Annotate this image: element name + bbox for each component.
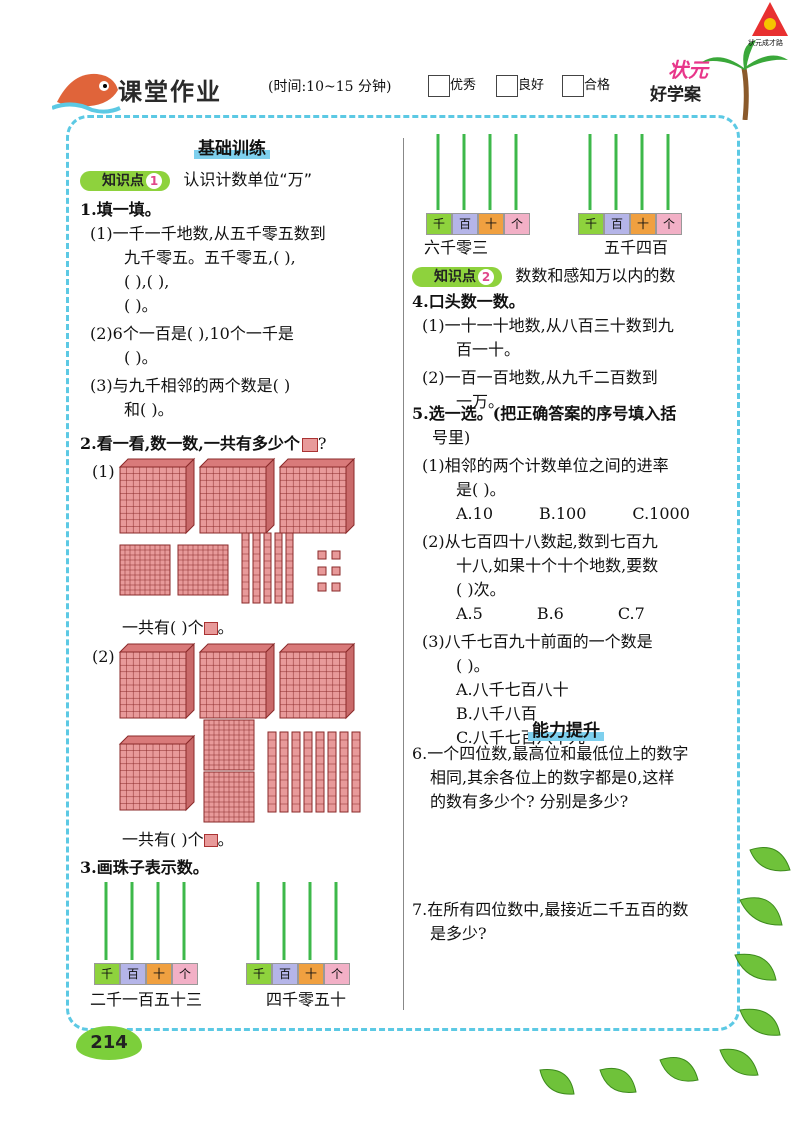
ten-rod	[303, 731, 313, 813]
unit-cube	[317, 582, 327, 592]
question-5: 5.选一选。(把正确答案的序号填入括 号里) (1)相邻的两个计数单位之间的进率…	[412, 404, 690, 747]
blocks-figure-2	[118, 642, 361, 823]
hundred-flat	[203, 771, 255, 823]
ten-rod	[263, 532, 272, 604]
ten-rod	[267, 731, 277, 813]
ten-rod	[351, 731, 361, 813]
blocks-figure-1	[118, 457, 356, 604]
palm-tree-icon	[702, 40, 788, 120]
abacus-2[interactable]: 千百十个	[246, 880, 366, 985]
cube-icon	[203, 622, 218, 635]
thousand-cube-top	[118, 735, 196, 745]
fish-mascot-icon	[52, 73, 121, 114]
thousand-cube	[279, 651, 347, 719]
hundred-flat	[119, 544, 171, 596]
logo-icon	[752, 2, 788, 36]
thousand-cube-side	[345, 457, 355, 535]
ten-rod	[315, 731, 325, 813]
ten-rod	[285, 532, 294, 604]
logo-text: 状元成才路	[748, 39, 783, 47]
question-6: 6.一个四位数,最高位和最低位上的数字相同,其余各位上的数字都是0,这样的数有多…	[412, 744, 689, 811]
thousand-cube-side	[265, 642, 275, 720]
ten-rod	[252, 532, 261, 604]
sub-1-label: (1)	[92, 462, 115, 481]
unit-cube	[331, 550, 341, 560]
sub-2-label: (2)	[92, 647, 115, 666]
ten-rod	[241, 532, 250, 604]
hundred-flat	[177, 544, 229, 596]
thousand-cube	[199, 651, 267, 719]
kp-title: 认识计数单位“万”	[183, 170, 312, 189]
kp-title: 数数和感知万以内的数	[515, 266, 676, 285]
column-divider	[403, 138, 404, 1010]
question-1: 1.填一填。 (1)一千一千地数,从五千零五数到 九千零五。五千零五,( ), …	[80, 200, 326, 419]
hundred-flat	[203, 719, 255, 771]
thousand-cube-top	[118, 643, 196, 653]
thousand-cube-side	[185, 642, 195, 720]
ten-rod	[274, 532, 283, 604]
page-title: 课堂作业	[118, 78, 222, 106]
abacus-rods	[436, 134, 518, 212]
question-4: 4.口头数一数。 (1)一十一十地数,从八百三十数到九 百一十。 (2)一百一百…	[412, 292, 674, 411]
brand-bottom: 好学案	[650, 85, 701, 105]
thousand-cube-top	[278, 643, 356, 653]
abacus-rods	[588, 134, 670, 212]
unit-cube	[331, 582, 341, 592]
section-basic: 基础训练	[194, 134, 270, 159]
abacus-1[interactable]: 千百十个	[94, 880, 214, 985]
unit-cube	[317, 566, 327, 576]
ten-rod	[339, 731, 349, 813]
cube-icon	[301, 437, 318, 452]
abacus-3[interactable]: 千百十个	[426, 132, 546, 235]
thousand-cube	[279, 466, 347, 534]
abacus-4-label: 五千四百	[604, 238, 669, 257]
thousand-cube-top	[278, 458, 356, 468]
ten-rod	[291, 731, 301, 813]
ten-rod	[327, 731, 337, 813]
thousand-cube	[119, 743, 187, 811]
answer-line-2: 一共有( )个。	[122, 830, 234, 849]
section-ability: 能力提升	[528, 716, 604, 741]
brand-top: 状元	[668, 58, 708, 82]
unit-cube	[317, 550, 327, 560]
thousand-cube-side	[185, 734, 195, 812]
abacus-4[interactable]: 千百十个	[578, 132, 698, 235]
thousand-cube	[119, 651, 187, 719]
question-2-title: 2.看一看,数一数,一共有多少个?	[80, 434, 327, 453]
ten-rod	[279, 731, 289, 813]
thousand-cube-top	[118, 458, 196, 468]
time-note: (时间:10~15 分钟)	[268, 79, 392, 95]
content-frame	[66, 115, 740, 1031]
thousand-cube-top	[198, 643, 276, 653]
question-3-title: 3.画珠子表示数。	[80, 858, 209, 877]
leaves-decoration-icon	[539, 847, 791, 1095]
abacus-rods	[104, 882, 186, 960]
checkbox[interactable]	[428, 74, 450, 97]
abacus-rods	[256, 882, 338, 960]
abacus-2-label: 四千零五十	[266, 990, 347, 1009]
checkbox[interactable]	[562, 74, 584, 97]
thousand-cube-top	[198, 458, 276, 468]
thousand-cube-side	[265, 457, 275, 535]
abacus-1-label: 二千一百五十三	[90, 990, 203, 1009]
abacus-3-label: 六千零三	[424, 238, 489, 257]
cube-icon	[203, 834, 218, 847]
thousand-cube-side	[185, 457, 195, 535]
thousand-cube	[199, 466, 267, 534]
thousand-cube-side	[345, 642, 355, 720]
rating-good[interactable]: 良好	[496, 74, 544, 97]
checkbox[interactable]	[496, 74, 518, 97]
answer-line-1: 一共有( )个。	[122, 618, 234, 637]
page-number: 214	[76, 1026, 142, 1060]
rating-pass[interactable]: 合格	[562, 74, 610, 97]
question-7: 7.在所有四位数中,最接近二千五百的数是多少?	[412, 900, 689, 943]
thousand-cube	[119, 466, 187, 534]
rating-excellent[interactable]: 优秀	[428, 74, 476, 97]
unit-cube	[331, 566, 341, 576]
